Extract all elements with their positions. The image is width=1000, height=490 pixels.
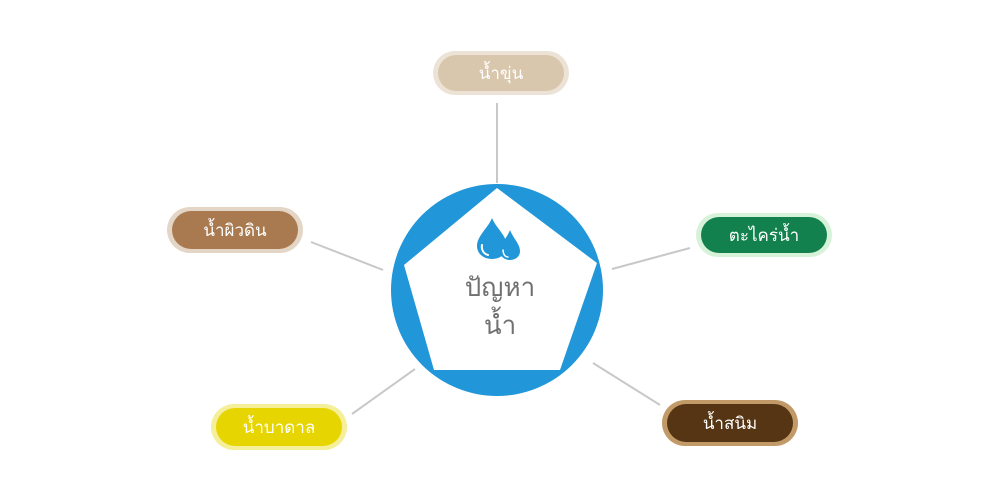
connector-ground <box>351 368 416 415</box>
node-surface-water: น้ำผิวดิน <box>167 207 303 253</box>
node-groundwater-label: น้ำบาดาล <box>216 408 342 446</box>
node-surface-label: น้ำผิวดิน <box>172 211 298 249</box>
center-pentagon <box>404 188 597 370</box>
center-title-line1: ปัญหา <box>464 273 536 303</box>
connector-algae <box>611 247 691 270</box>
node-muddy-water: น้ำขุ่น <box>433 51 569 95</box>
node-rusty-water: น้ำสนิม <box>662 400 798 446</box>
connector-rusty <box>592 362 661 406</box>
node-groundwater: น้ำบาดาล <box>211 404 347 450</box>
connector-surface <box>310 241 384 271</box>
node-algae: ตะไคร่น้ำ <box>696 213 832 257</box>
node-muddy-label: น้ำขุ่น <box>438 55 564 91</box>
node-rusty-label: น้ำสนิม <box>667 404 793 442</box>
node-algae-label: ตะไคร่น้ำ <box>701 217 827 253</box>
water-drops-icon <box>477 218 520 260</box>
center-title-line2: น้ำ <box>483 311 517 341</box>
